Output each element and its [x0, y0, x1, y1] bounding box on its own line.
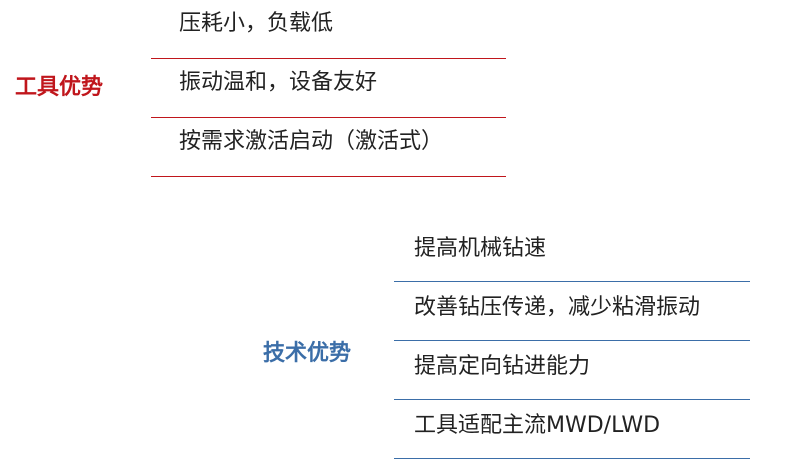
tool-advantages-list: 压耗小，负载低 振动温和，设备友好 按需求激活启动（激活式） — [151, 0, 506, 177]
list-item-text: 提高机械钻速 — [414, 236, 547, 261]
list-item: 按需求激活启动（激活式） — [151, 118, 506, 177]
tech-advantages-heading: 技术优势 — [263, 341, 352, 366]
list-item-text: 提高定向钻进能力 — [414, 354, 591, 379]
tool-advantages-heading: 工具优势 — [15, 75, 104, 100]
list-item-text: 工具适配主流MWD/LWD — [414, 413, 661, 438]
tech-advantages-list: 提高机械钻速 改善钻压传递，减少粘滑振动 提高定向钻进能力 工具适配主流MWD/… — [394, 223, 750, 459]
list-item: 改善钻压传递，减少粘滑振动 — [394, 282, 750, 341]
list-item: 振动温和，设备友好 — [151, 59, 506, 118]
list-item-text: 改善钻压传递，减少粘滑振动 — [414, 295, 701, 320]
list-item: 压耗小，负载低 — [151, 0, 506, 59]
list-item-text: 压耗小，负载低 — [179, 11, 334, 36]
list-item: 提高机械钻速 — [394, 223, 750, 282]
list-item: 工具适配主流MWD/LWD — [394, 400, 750, 459]
list-item-text: 按需求激活启动（激活式） — [179, 129, 444, 154]
list-item: 提高定向钻进能力 — [394, 341, 750, 400]
list-item-text: 振动温和，设备友好 — [179, 70, 378, 95]
